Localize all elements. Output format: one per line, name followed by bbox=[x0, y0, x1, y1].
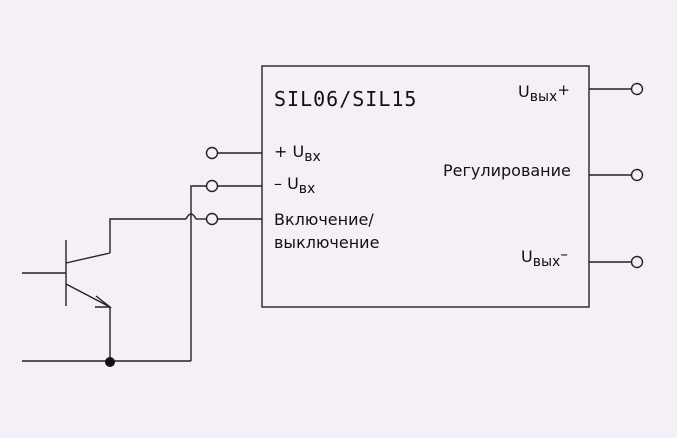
pin-trim-terminal[interactable] bbox=[630, 168, 644, 182]
transistor-emitter bbox=[65, 283, 111, 308]
ground-junction-dot bbox=[105, 357, 115, 367]
label-vout-minus: Uвых– bbox=[521, 245, 568, 270]
module-title: SIL06/SIL15 bbox=[274, 87, 417, 111]
label-vin-plus: + Uвх bbox=[274, 142, 321, 165]
wire-vin-minus-to-ground bbox=[190, 185, 206, 361]
label-enable-line2: выключение bbox=[274, 233, 379, 252]
wire-crossover-hop bbox=[185, 213, 197, 220]
pin-vin-plus-terminal[interactable] bbox=[205, 146, 219, 160]
transistor-emitter-arrow bbox=[95, 295, 113, 308]
wire-collector-to-enable bbox=[109, 218, 186, 253]
pin-vout-minus-terminal[interactable] bbox=[630, 255, 644, 269]
pin-vout-plus-terminal[interactable] bbox=[630, 82, 644, 96]
label-vout-plus: Uвых+ bbox=[518, 81, 570, 105]
label-trim: Регулирование bbox=[443, 161, 571, 180]
pin-enable-terminal[interactable] bbox=[205, 212, 219, 226]
label-enable-line1: Включение/ bbox=[274, 210, 374, 229]
pin-vin-minus-terminal[interactable] bbox=[205, 179, 219, 193]
transistor-collector bbox=[65, 252, 111, 264]
label-vin-minus: – Uвх bbox=[274, 174, 315, 197]
